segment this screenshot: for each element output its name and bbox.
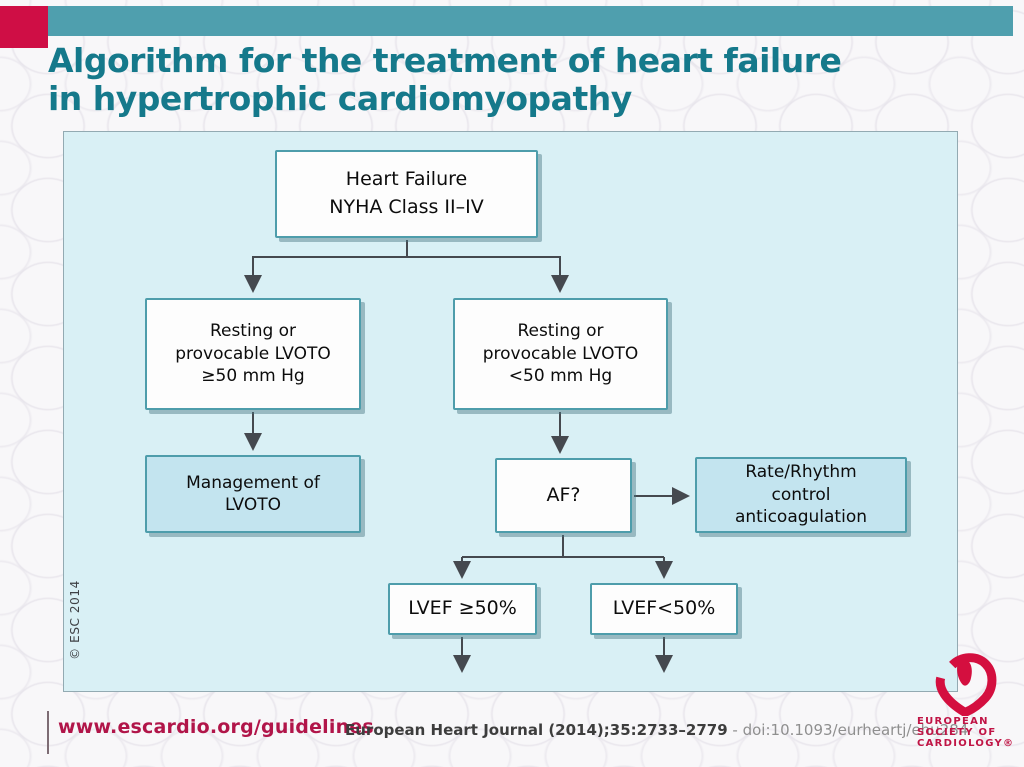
page-title: Algorithm for the treatment of heart fai… <box>48 41 842 118</box>
node-text-line: LVEF<50% <box>612 597 716 620</box>
node-text-line: anticoagulation <box>734 507 867 528</box>
node-text-line: Resting or <box>517 321 604 342</box>
node-text-line: LVOTO <box>224 495 282 515</box>
esc-logo-line2: SOCIETY OF <box>917 727 997 738</box>
citation-separator: - <box>727 721 743 739</box>
node-text-line: provocable LVOTO <box>175 343 331 364</box>
node-management-lvoto: Management of LVOTO <box>145 455 361 533</box>
footer-divider <box>47 711 49 754</box>
copyright-vertical-label: © ESC 2014 <box>68 580 82 660</box>
node-text-line: <50 mm Hg <box>508 366 613 387</box>
esc-heart-icon <box>935 653 997 716</box>
page-title-line1: Algorithm for the treatment of heart fai… <box>48 41 842 80</box>
node-heart-failure: Heart Failure NYHA Class II–IV <box>275 150 538 238</box>
esc-logo-line3: CARDIOLOGY® <box>917 738 1015 749</box>
page-title-line2: in hypertrophic cardiomyopathy <box>48 79 632 118</box>
node-text-line: Heart Failure <box>345 168 468 191</box>
esc-logo-text: EUROPEAN SOCIETY OF CARDIOLOGY® <box>917 716 1014 749</box>
esc-logo: EUROPEAN SOCIETY OF CARDIOLOGY® <box>905 648 1020 763</box>
accent-red-block <box>0 6 48 48</box>
node-lvef-preserved: LVEF ≥50% <box>388 583 537 635</box>
node-text-line: AF? <box>546 483 581 506</box>
node-lvoto-severe: Resting or provocable LVOTO ≥50 mm Hg <box>145 298 361 410</box>
node-text-line: LVEF ≥50% <box>408 597 517 620</box>
node-lvoto-mild: Resting or provocable LVOTO <50 mm Hg <box>453 298 668 410</box>
node-lvef-reduced: LVEF<50% <box>590 583 738 635</box>
node-text-line: Rate/Rhythm <box>745 462 857 483</box>
guidelines-url-link[interactable]: www.escardio.org/guidelines <box>58 716 374 738</box>
esc-logo-line1: EUROPEAN <box>917 716 989 727</box>
header-teal-bar <box>48 6 1013 36</box>
node-text-line: provocable LVOTO <box>482 343 639 364</box>
node-text-line: Management of <box>186 472 320 493</box>
node-text-line: control <box>771 484 831 505</box>
node-af-question: AF? <box>495 458 632 533</box>
node-text-line: NYHA Class II–IV <box>329 196 484 218</box>
doi-text: doi:10.1093/eurheartj/ehu284 <box>742 721 969 739</box>
journal-reference: European Heart Journal (2014);35:2733–27… <box>345 721 728 739</box>
node-text-line: Resting or <box>209 321 297 342</box>
citation-text: European Heart Journal (2014);35:2733–27… <box>345 721 968 739</box>
node-text-line: ≥50 mm Hg <box>201 366 305 387</box>
node-rate-rhythm: Rate/Rhythm control anticoagulation <box>695 457 907 533</box>
